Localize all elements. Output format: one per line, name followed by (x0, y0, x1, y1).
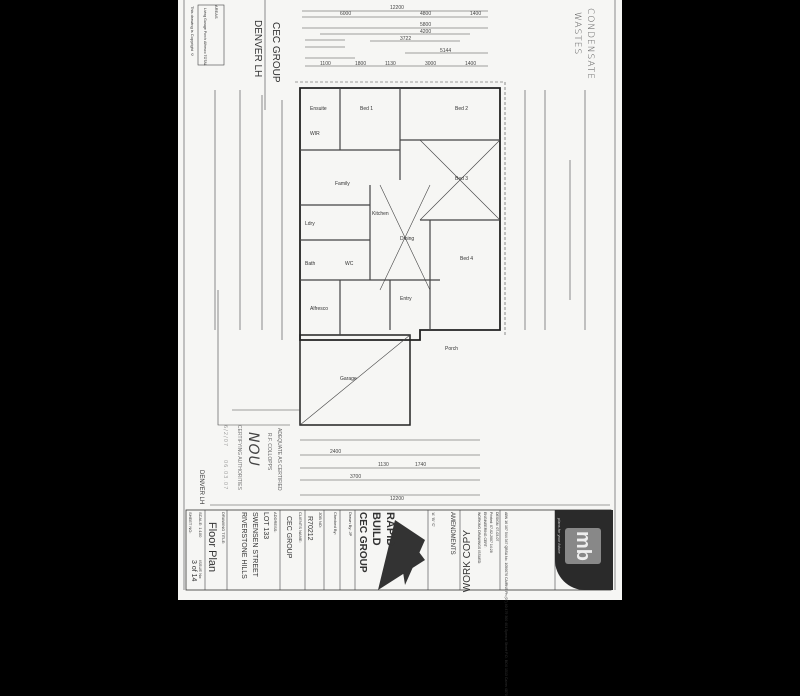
printed-date: Printed: 07-02-2007 14:28 (489, 512, 493, 553)
note-date1: 6/2/07 (222, 425, 228, 448)
copyright: This drawing is Copyright © (190, 6, 195, 58)
address-label: ADDRESS: (273, 512, 278, 533)
dim-label: 1100 (320, 61, 331, 67)
room-label: Alfresco (310, 306, 328, 312)
amendment: 'B' (431, 517, 436, 522)
drawing-title: Floor Plan (206, 522, 218, 573)
room-label: Bed 2 (455, 106, 468, 112)
room-label: Ensuite (310, 106, 327, 112)
note-wastes: WASTES (572, 12, 582, 56)
room-label: Garage (340, 376, 357, 382)
area-item: Living (203, 8, 207, 18)
rapid-build-logo-mark (378, 520, 425, 590)
engineering-cert: ENGINEERING CERT: (483, 512, 487, 548)
dim-overall-bottom: 12200 (390, 496, 404, 502)
dim-label: 4200 (420, 29, 431, 35)
address-line: LOT 133 (262, 512, 269, 540)
contact-line: CAIRNS Ph (07) 40 479 300 (504, 577, 508, 622)
scale: SCALE: 1:100 (198, 512, 203, 538)
brand-line3: CEC GROUP (357, 512, 368, 573)
job-label: JOB NO: (318, 512, 323, 529)
amendments-label: AMENDMENTS (449, 512, 455, 555)
areas-list: Living Garage Porch Alfresco TOTAL (203, 8, 207, 66)
dim-label: 1130 (385, 61, 396, 67)
design-date: DESIGN: 07-03-07 (495, 512, 499, 542)
sheet-no-label: SHEET NO: (188, 512, 193, 534)
areas-title: AREAS (214, 5, 219, 19)
amendment: 'C' (431, 522, 436, 528)
job-no: R70212 (306, 516, 313, 541)
dim-label: 4800 (420, 11, 431, 17)
logo-text: mb (572, 531, 594, 561)
dim-label: 3000 (425, 61, 436, 67)
room-label: Entry (400, 296, 412, 302)
amendment: 'A' (431, 512, 436, 517)
area-item: Porch (203, 30, 207, 40)
signature: NOU (245, 432, 261, 467)
company-name: CEC GROUP (270, 22, 281, 83)
room-labels: Bed 1 Ensuite WIR Family Kitchen Dining … (305, 106, 473, 382)
room-label: Dining (400, 236, 414, 242)
area-item: Alfresco (203, 40, 207, 54)
dim-label: 5144 (440, 48, 451, 54)
dim-label: 6000 (340, 11, 351, 17)
dim-label: 1740 (415, 462, 426, 468)
plan-name: DENVER LH (252, 20, 263, 78)
dim-label: 2400 (330, 449, 341, 455)
dim-overall-top: 12200 (390, 5, 404, 11)
room-label: WIR (310, 131, 320, 137)
room-label: Family (335, 181, 350, 187)
working-drawings: WORKING DRAWINGS ISSUED: (477, 512, 481, 565)
dim-label: 3722 (400, 36, 411, 42)
dim-label: 1130 (378, 462, 389, 468)
room-label: Ldry (305, 221, 315, 227)
drawing-title-label: DRAWING TITLE: (221, 512, 226, 545)
room-label: Porch (445, 346, 458, 352)
contact-line: QBSA No. 1050070 (504, 545, 508, 577)
room-label: Bath (305, 261, 316, 267)
room-label: Bed 3 (455, 176, 468, 182)
brand-line1: RAPID (384, 512, 396, 547)
room-label: WC (345, 261, 354, 267)
room-label: Bed 1 (360, 106, 373, 112)
area-item: Garage (203, 18, 207, 30)
bottom-plan-label: DENVER LH (198, 470, 204, 505)
dim-label: 5800 (420, 22, 431, 28)
note-date2: 06.03.07 (222, 460, 228, 491)
amendment-list: 'A' 'B' 'C' (431, 512, 436, 527)
contact-details: ABN 16 107 544 347 QBSA No. 1050070 CAIR… (503, 512, 509, 696)
area-item: TOTAL (203, 54, 207, 66)
certifier-stamp: ADEQUATE AS CERTIFIED (276, 428, 282, 491)
drawn-label: Drawn By: JP (348, 512, 353, 537)
certifier-name: R.F. COLLOPPS (266, 433, 272, 471)
dimension-labels: 12200 6000 4800 1400 5800 4200 3722 5144… (320, 5, 481, 502)
client-label: CLIENTS NAME: (298, 512, 303, 543)
dim-label: 1400 (465, 61, 476, 67)
issue-label: ISSUE No: (198, 560, 203, 580)
client-name: CEC GROUP (285, 516, 292, 559)
work-copy-stamp: WORK COPY (462, 530, 473, 593)
note-condensate: CONDENSATE (585, 8, 595, 80)
checked-label: Checked By: (333, 512, 338, 535)
dim-label: 1400 (470, 11, 481, 17)
mb-logo: mb plans for your future (555, 510, 613, 590)
address-line: SWENSEN STREET (251, 512, 258, 577)
brand-line2: BUILD (370, 512, 382, 546)
logo-tagline: plans for your future (557, 518, 562, 554)
contact-line: 401 Spence Street (504, 622, 508, 652)
floor-plan-drawing: 12200 6000 4800 1400 5800 4200 3722 5144… (183, 0, 616, 591)
dim-label: 1800 (355, 61, 366, 67)
certifying-stamp: CERTIFYING AUTHORITIES (236, 425, 242, 490)
sheet-no: 3 of 14 (190, 560, 197, 582)
contact-line: P.O. BOX 1513 Cairns 4870 (504, 652, 508, 696)
logo-mark: mb (565, 528, 601, 564)
dim-label: 3700 (350, 474, 361, 480)
room-label: Kitchen (372, 211, 389, 217)
contact-line: ABN 16 107 544 347 (504, 512, 508, 545)
address-line: RIVERSTONE HILLS (240, 512, 247, 579)
room-label: Bed 4 (460, 256, 473, 262)
